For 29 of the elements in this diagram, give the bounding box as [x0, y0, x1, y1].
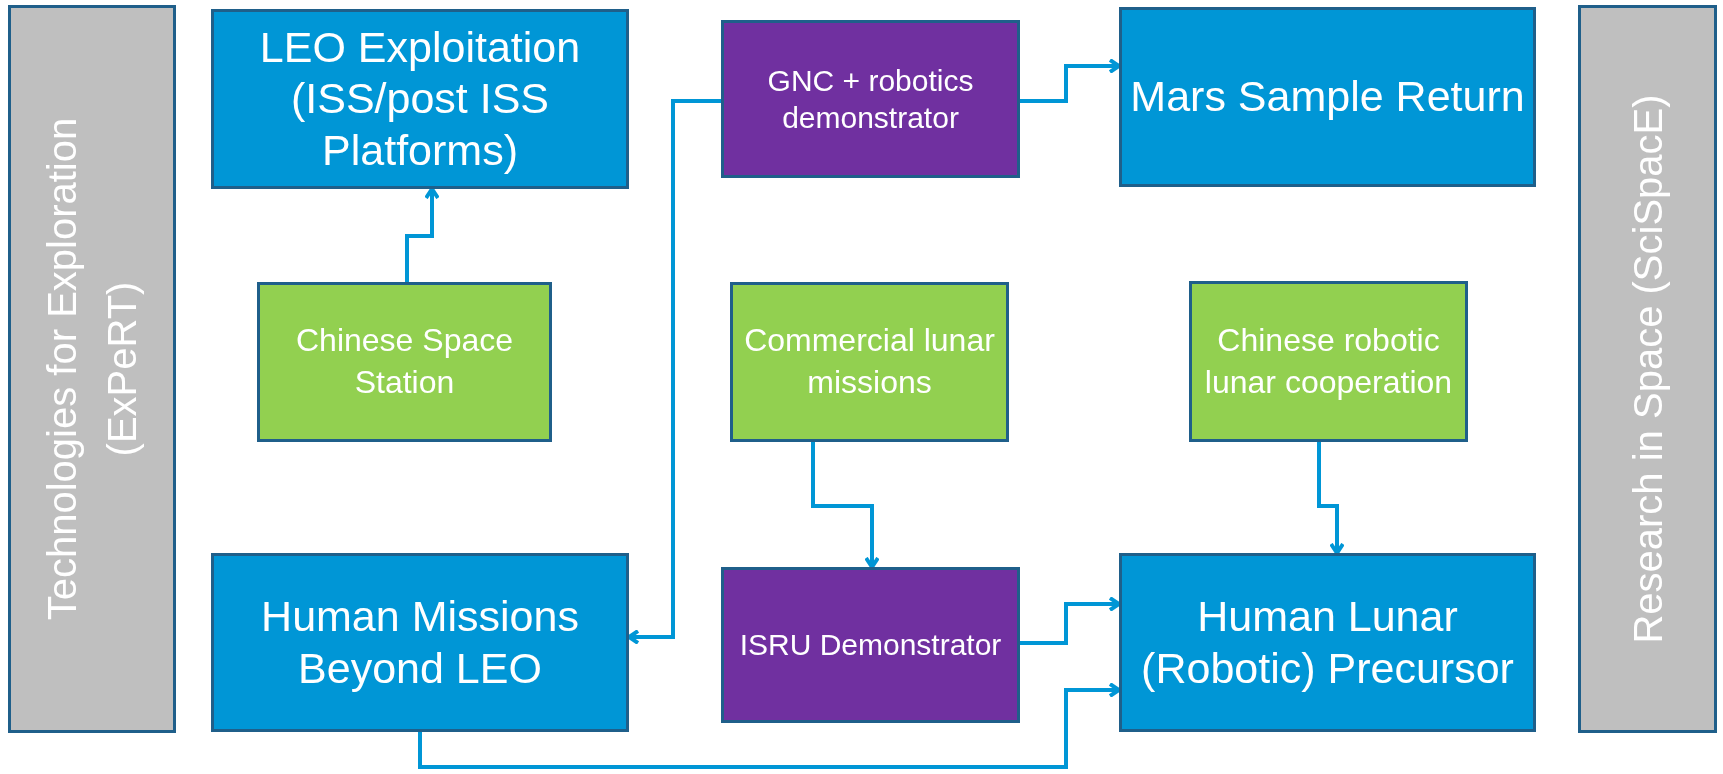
box-label: Human Lunar (Robotic) Precursor	[1140, 590, 1515, 694]
box-label: Commercial lunar missions	[743, 321, 996, 402]
box-label: Technologies for Exploration (ExPeRT)	[39, 116, 145, 623]
box-label: Chinese robotic lunar cooperation	[1203, 320, 1454, 402]
box-label: ISRU Demonstrator	[738, 627, 1003, 664]
connector-arrow	[627, 99, 721, 645]
mission-box	[1119, 553, 1536, 732]
box-label: LEO Exploitation (ISS/post ISS Platforms)	[258, 21, 582, 176]
demonstrator-box	[721, 567, 1020, 723]
mission-box	[1119, 7, 1536, 187]
partner-box	[730, 282, 1009, 442]
connector-arrow	[405, 187, 440, 282]
partner-box	[1189, 281, 1468, 442]
connector-arrow	[811, 442, 880, 569]
demonstrator-box	[721, 20, 1020, 178]
box-label: Chinese Space Station	[295, 321, 514, 402]
box-label: GNC + robotics demonstrator	[766, 62, 975, 136]
side-banner	[8, 5, 176, 733]
partner-box	[257, 282, 552, 442]
connector-arrow	[418, 682, 1121, 769]
box-label: Mars Sample Return	[1129, 71, 1526, 123]
box-label: Research in Space (SciSpacE)	[1624, 93, 1671, 646]
side-banner	[1578, 5, 1717, 733]
connector-arrow	[1020, 58, 1121, 103]
mission-box	[211, 9, 629, 189]
connector-arrow	[1317, 442, 1345, 555]
mission-box	[211, 553, 629, 732]
box-label: Human Missions Beyond LEO	[260, 590, 580, 694]
connector-arrow	[1020, 596, 1121, 645]
